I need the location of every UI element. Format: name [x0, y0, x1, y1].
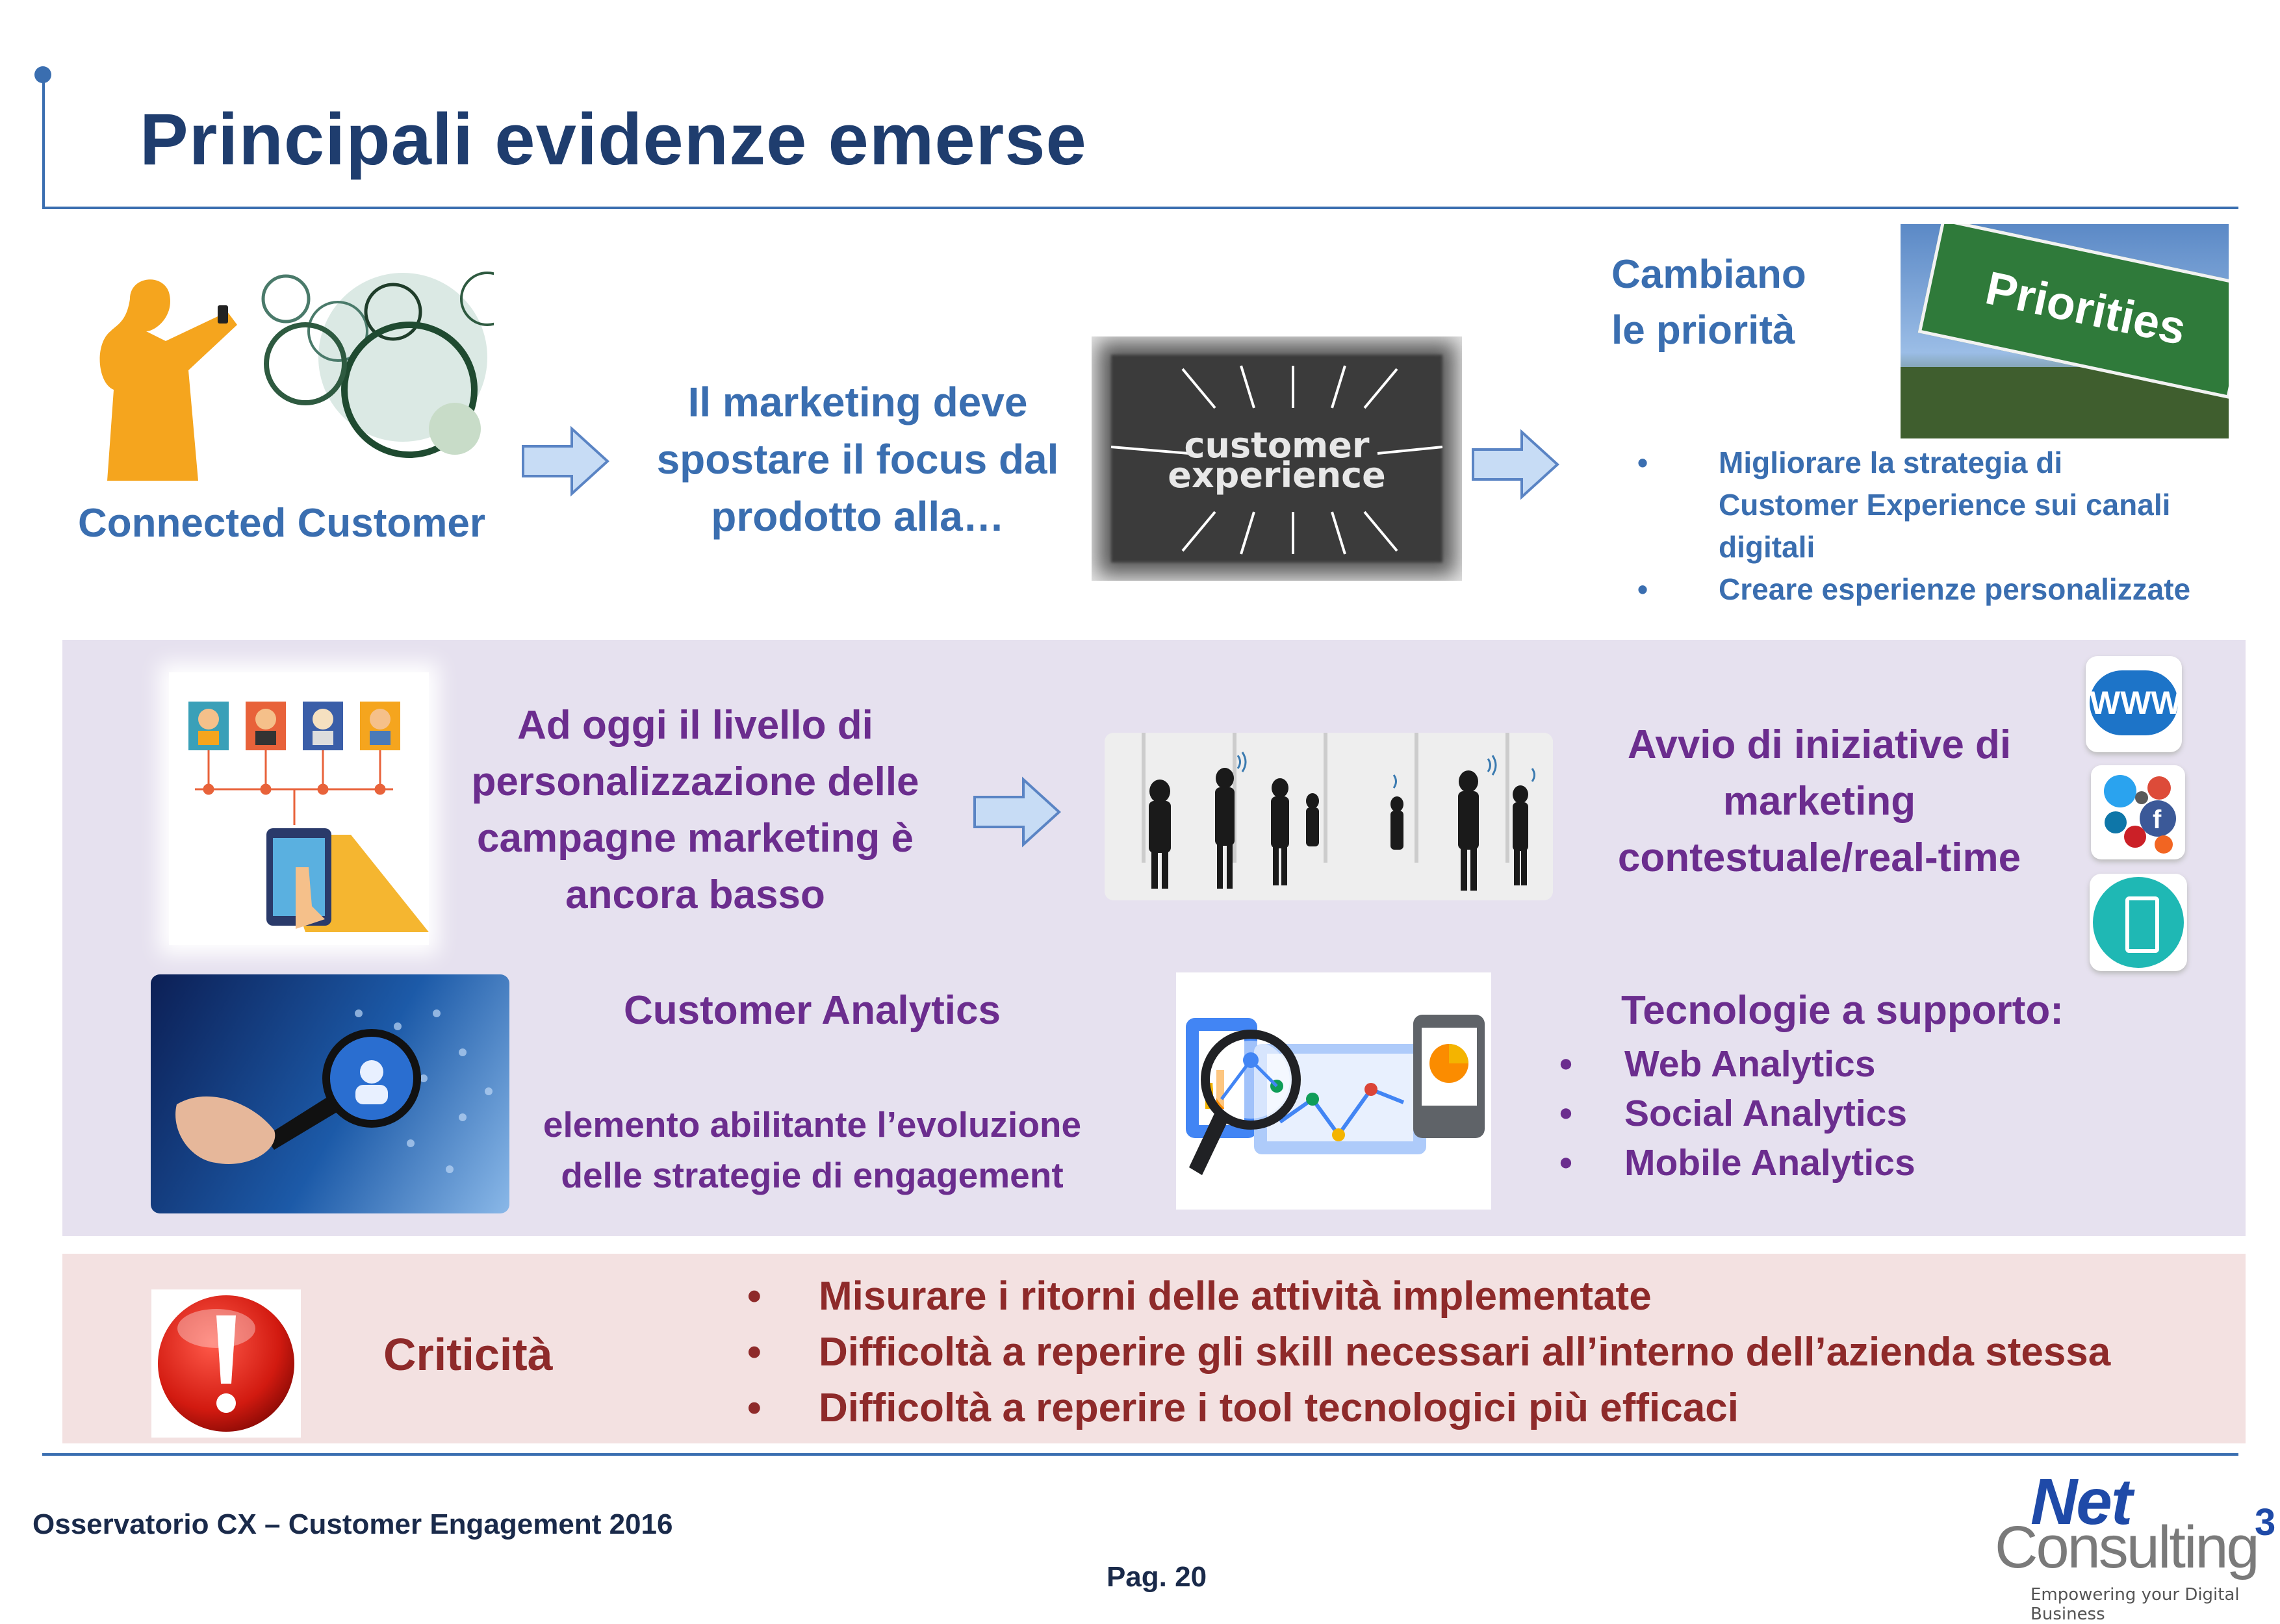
- priorities-bullet-list: •Migliorare la strategia di Customer Exp…: [1637, 442, 2196, 611]
- logo-tagline: Empowering your Digital Business: [2030, 1585, 2240, 1624]
- tech-support-list: •Web Analytics •Social Analytics •Mobile…: [1559, 1039, 2053, 1187]
- priorities-bullet: •Creare esperienze personalizzate: [1637, 572, 2191, 606]
- customer-experience-image-text: customer experience: [1168, 425, 1386, 496]
- priorities-bullet: •Migliorare la strategia di Customer Exp…: [1637, 446, 2171, 564]
- critical-item: •Difficoltà a reperire i tool tecnologic…: [747, 1386, 1739, 1430]
- analytics-dashboard-image: [1176, 972, 1491, 1210]
- tech-support-title: Tecnologie a supporto:: [1621, 988, 2064, 1033]
- arrow-right-icon: [522, 425, 609, 497]
- contextual-marketing-text: Avvio di iniziative di marketing contest…: [1617, 722, 2021, 880]
- critical-item: •Difficoltà a reperire gli skill necessa…: [747, 1330, 2111, 1375]
- contextual-marketing-image: [1105, 733, 1553, 900]
- magnifier-analytics-image: [151, 974, 509, 1213]
- logo-superscript: 3: [2255, 1501, 2276, 1543]
- personalization-text: Ad oggi il livello di personalizzazione …: [471, 703, 919, 917]
- connected-customer-illustration: [99, 272, 494, 481]
- arrow-right-icon: [973, 776, 1061, 848]
- page-number: Pag. 20: [1106, 1561, 1207, 1593]
- critical-label: Criticità: [383, 1329, 553, 1380]
- critical-panel: [62, 1254, 2246, 1443]
- footer-source: Osservatorio CX – Customer Engagement 20…: [32, 1508, 673, 1540]
- arrow-right-icon: [1472, 429, 1559, 500]
- warning-icon: [151, 1289, 301, 1438]
- www-icon-label: WWW: [2090, 670, 2182, 735]
- social-icons: f: [2091, 765, 2185, 859]
- netconsulting-logo: Net Consulting 3 Empowering your Digital…: [1995, 1465, 2280, 1624]
- title-underline: [42, 207, 2238, 209]
- tech-support-item: •Social Analytics: [1559, 1093, 1908, 1134]
- customer-analytics-description: elemento abilitante l’evoluzione delle s…: [543, 1104, 1082, 1195]
- customer-analytics-title: Customer Analytics: [624, 988, 1001, 1033]
- title-accent-dot: [34, 66, 51, 83]
- connected-customer-label: Connected Customer: [78, 501, 485, 546]
- critical-list: •Misurare i ritorni delle attività imple…: [747, 1269, 2209, 1436]
- logo-consulting: Consulting: [1995, 1514, 2260, 1580]
- www-icon: WWW: [2086, 656, 2182, 752]
- priorities-change-title: Cambiano le priorità: [1611, 252, 1806, 353]
- tech-support-item: •Mobile Analytics: [1559, 1142, 1915, 1184]
- marketing-focus-text: Il marketing deve spostare il focus dal …: [656, 379, 1059, 540]
- logo-net: Net: [2030, 1465, 2133, 1538]
- title-accent-line: [42, 73, 45, 209]
- priorities-sign-image: Priorities: [1901, 224, 2229, 438]
- customer-experience-image: customer experience: [1092, 336, 1462, 581]
- critical-item: •Misurare i ritorni delle attività imple…: [747, 1274, 1652, 1319]
- svg-text:f: f: [2153, 806, 2162, 834]
- tech-support-item: •Web Analytics: [1559, 1043, 1876, 1085]
- personalization-illustration: [169, 672, 429, 945]
- page-title: Principali evidenze emerse: [140, 99, 1087, 180]
- footer-divider: [42, 1453, 2238, 1456]
- mobile-icon: [2090, 874, 2187, 971]
